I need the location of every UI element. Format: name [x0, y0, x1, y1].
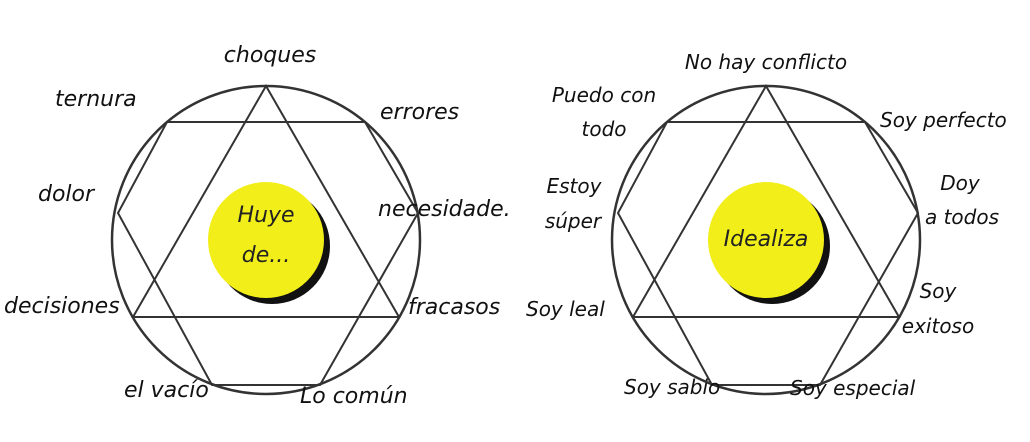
- label-right-todo: todo: [581, 117, 626, 141]
- label-right-a-todos: a todos: [925, 205, 999, 229]
- enneagram-left-center: Huye de...: [208, 182, 330, 304]
- center-text-line-2: de...: [242, 243, 290, 268]
- label-right-soy-perfecto: Soy perfecto: [880, 108, 1007, 132]
- label-left-necesidade: necesidade.: [378, 197, 511, 222]
- label-right-soy-exitoso-2: exitoso: [902, 314, 974, 338]
- enneagram-right-triangle: [631, 83, 901, 318]
- label-right-no-hay-conflicto: No hay conflicto: [685, 50, 847, 74]
- label-left-ternura: ternura: [55, 87, 137, 112]
- label-left-dolor: dolor: [38, 182, 96, 207]
- enneagram-left: Huye de... choques errores necesidade. f…: [4, 43, 511, 409]
- enneagram-right-hexad: [616, 121, 920, 386]
- label-left-lo-comun: Lo común: [300, 384, 408, 409]
- enneagram-left-triangle: [131, 83, 401, 318]
- label-right-soy-especial: Soy especial: [790, 376, 916, 400]
- label-right-soy-exitoso-1: Soy: [920, 279, 958, 303]
- label-left-decisiones: decisiones: [4, 294, 120, 319]
- enneagram-right-center: Idealiza: [708, 182, 830, 304]
- label-right-estoy: Estoy: [547, 174, 603, 198]
- label-right-puedo-con: Puedo con: [552, 83, 656, 107]
- label-right-doy: Doy: [940, 171, 981, 195]
- label-left-fracasos: fracasos: [408, 295, 500, 320]
- label-left-errores: errores: [380, 100, 459, 125]
- center-text-line-1: Huye: [237, 203, 294, 228]
- enneagram-right: Idealiza No hay conflicto Soy perfecto D…: [526, 50, 1007, 400]
- enneagram-left-hexad: [116, 121, 420, 386]
- label-left-choques: choques: [224, 43, 316, 68]
- center-disc: [208, 182, 324, 298]
- label-right-soy-leal: Soy leal: [526, 297, 605, 321]
- label-left-el-vacio: el vacío: [124, 378, 209, 403]
- label-right-soy-sabio: Soy sabio: [624, 375, 720, 399]
- center-disc: [708, 182, 824, 298]
- center-text: Idealiza: [724, 227, 809, 252]
- label-right-super: súper: [545, 209, 603, 233]
